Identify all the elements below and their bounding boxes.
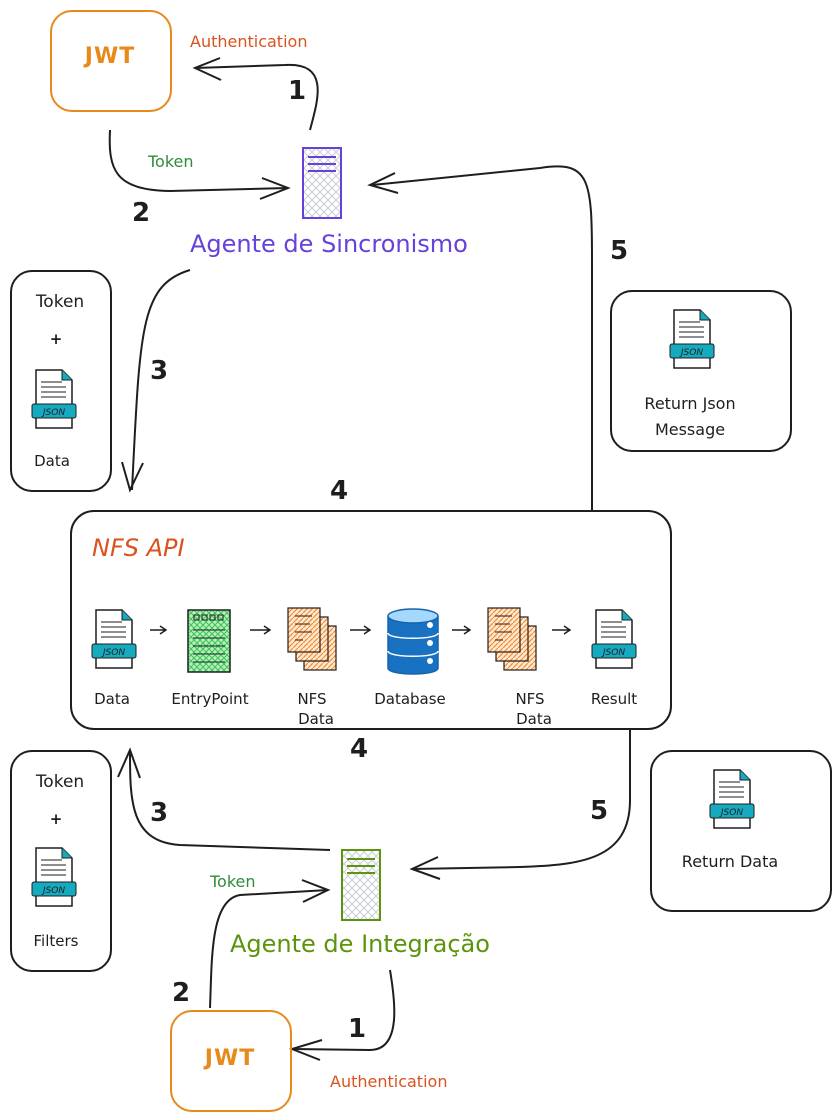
pipeline-label-nfs-data-1b: Data [298, 710, 334, 728]
payload-box-bottom [10, 750, 112, 972]
step-1-top: 1 [288, 76, 307, 106]
arrow-small [452, 625, 472, 635]
json-document-icon: JSON [91, 609, 137, 669]
svg-text:JSON: JSON [101, 648, 125, 658]
return-data-label: Return Data [681, 852, 779, 871]
svg-text:JSON: JSON [679, 348, 703, 358]
arrow-small [250, 625, 272, 635]
payload-token-top: Token [35, 292, 85, 312]
payload-plus-top: + [49, 330, 63, 348]
pipeline-label-data: Data [94, 690, 130, 708]
pipeline-label-entrypoint: EntryPoint [171, 690, 249, 708]
svg-text:JSON: JSON [601, 648, 625, 658]
payload-data-top: Data [34, 452, 70, 470]
pipeline-label-result: Result [590, 690, 638, 708]
token-label-top: Token [148, 152, 194, 171]
step-2-top: 2 [132, 198, 151, 228]
stacked-documents-icon [287, 607, 337, 671]
pipeline-label-nfs-data-2a: NFS [515, 690, 545, 708]
nfs-api-container[interactable] [70, 510, 672, 730]
step-4-bottom: 4 [350, 734, 369, 764]
svg-text:JSON: JSON [41, 408, 65, 418]
return-json-box [610, 290, 792, 452]
step-1-bottom: 1 [348, 1014, 367, 1044]
json-document-icon: JSON [591, 609, 637, 669]
server-icon-sincronismo [302, 147, 342, 219]
payload-plus-bottom: + [49, 810, 63, 828]
return-json-line2: Message [654, 420, 726, 439]
step-5-bottom: 5 [590, 796, 609, 826]
payload-box-top [10, 270, 112, 492]
json-document-icon: JSON [669, 309, 715, 369]
json-document-icon: JSON [31, 369, 77, 429]
server-icon-integracao [341, 849, 381, 921]
step-5-top: 5 [610, 236, 629, 266]
svg-text:JSON: JSON [719, 808, 743, 818]
jwt-label-top: JWT [84, 44, 136, 69]
payload-token-bottom: Token [35, 772, 85, 792]
payload-filters-bottom: Filters [33, 932, 79, 950]
step-2-bottom: 2 [172, 978, 191, 1008]
json-document-icon: JSON [31, 847, 77, 907]
authentication-label-bottom: Authentication [330, 1072, 448, 1091]
svg-text:JSON: JSON [41, 886, 65, 896]
step-3-top: 3 [150, 356, 169, 386]
step-4-top: 4 [330, 476, 349, 506]
jwt-label-bottom: JWT [204, 1046, 256, 1071]
entrypoint-icon [187, 609, 231, 673]
nfs-api-title: NFS API [92, 534, 185, 562]
return-json-line1: Return Json [644, 394, 736, 413]
stacked-documents-icon [487, 607, 537, 671]
jwt-box-bottom[interactable] [170, 1010, 292, 1112]
token-label-bottom: Token [210, 872, 256, 891]
pipeline-label-database: Database [374, 690, 446, 708]
arrow-small [552, 625, 572, 635]
pipeline-label-nfs-data-1a: NFS [297, 690, 327, 708]
arrow-small [150, 625, 168, 635]
arrow-small [350, 625, 372, 635]
authentication-label-top: Authentication [190, 32, 308, 51]
agente-integracao-label: Agente de Integração [230, 930, 490, 958]
return-data-box [650, 750, 832, 912]
step-3-bottom: 3 [150, 798, 169, 828]
pipeline-label-nfs-data-2b: Data [516, 710, 552, 728]
jwt-box-top[interactable] [50, 10, 172, 112]
json-document-icon: JSON [709, 769, 755, 829]
agente-sincronismo-label: Agente de Sincronismo [190, 230, 468, 258]
database-icon [387, 608, 439, 675]
